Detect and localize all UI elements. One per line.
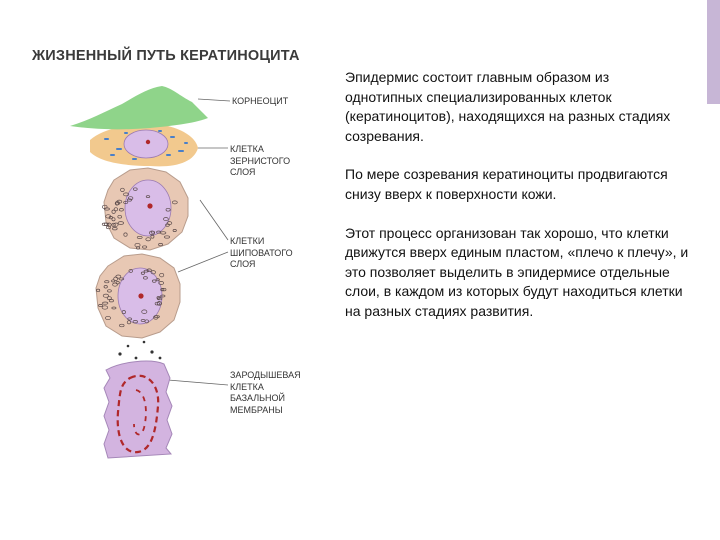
granular-cell xyxy=(90,124,198,167)
label-granular-cell: КЛЕТКА ЗЕРНИСТОГО СЛОЯ xyxy=(230,144,291,177)
keratinocyte-diagram xyxy=(70,86,231,459)
leader-spinous-2 xyxy=(177,251,229,273)
label-corneocyte: КОРНЕОЦИТ xyxy=(232,96,289,106)
basal-cell xyxy=(103,340,173,459)
paragraph-3: Этот процесс организован так хорошо, что… xyxy=(345,224,689,319)
label-basal-cell: ЗАРОДЫШЕВАЯ КЛЕТКА БАЗАЛЬНОЙ МЕМБРАНЫ xyxy=(230,370,301,415)
spinous-granules-2 xyxy=(96,268,167,328)
description-text: Эпидермис состоит главным образом из одн… xyxy=(345,68,690,341)
keratinocyte-figure: ЖИЗНЕННЫЙ ПУТЬ КЕРАТИНОЦИТА КОРНЕОЦИТ КЛ… xyxy=(20,40,330,480)
leader-basal xyxy=(167,379,229,386)
label-spinous-cells: КЛЕТКИ ШИПОВАТОГО СЛОЯ xyxy=(230,236,293,269)
leader-spinous-1 xyxy=(199,199,229,241)
spinous-cell-upper xyxy=(103,167,189,251)
accent-bar xyxy=(707,0,720,104)
paragraph-2: По мере созревания кератиноциты продвига… xyxy=(345,166,668,202)
figure-title: ЖИЗНЕННЫЙ ПУТЬ КЕРАТИНОЦИТА xyxy=(32,48,300,64)
paragraph-1: Эпидермис состоит главным образом из одн… xyxy=(345,69,671,144)
corneocyte xyxy=(70,86,208,130)
spinous-granules-1 xyxy=(101,187,178,250)
leader-corneocyte xyxy=(197,98,231,102)
